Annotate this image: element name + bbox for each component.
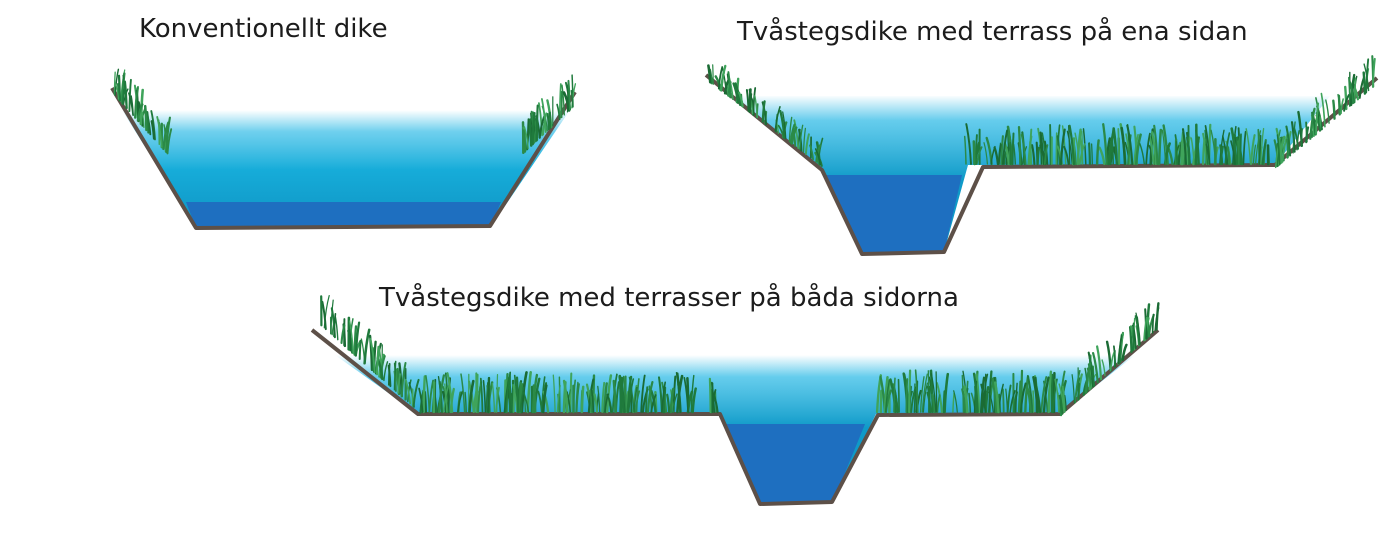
- conventional-ditch: [110, 68, 577, 230]
- grass-right-bank: [1273, 55, 1376, 169]
- grass-left-bank: [320, 294, 427, 414]
- deep-water: [725, 424, 865, 502]
- water-body: [122, 110, 570, 228]
- ditch-profile: [110, 86, 577, 230]
- grass-right-bank: [521, 74, 577, 155]
- two-stage-both-sides-ditch: [310, 294, 1160, 506]
- ditch-profile: [310, 328, 1160, 506]
- two-stage-both-sides-title: Tvåstegsdike med terrasser på båda sidor…: [379, 283, 959, 313]
- grass-terrace: [963, 123, 1284, 166]
- conventional-ditch-title: Konventionellt dike: [139, 14, 388, 44]
- two-stage-one-side-title: Tvåstegsdike med terrass på ena sidan: [737, 17, 1248, 47]
- grass-left-terrace: [418, 371, 719, 414]
- grass-right-bank: [1058, 302, 1160, 417]
- two-stage-one-side-ditch: [704, 55, 1379, 256]
- deep-water: [824, 175, 962, 252]
- water-body: [730, 96, 1330, 252]
- ditch-profile: [704, 73, 1379, 256]
- grass-left-bank: [707, 64, 824, 167]
- grass-right-terrace: [875, 369, 1067, 414]
- grass-left-bank: [113, 68, 173, 155]
- deep-water: [186, 202, 501, 228]
